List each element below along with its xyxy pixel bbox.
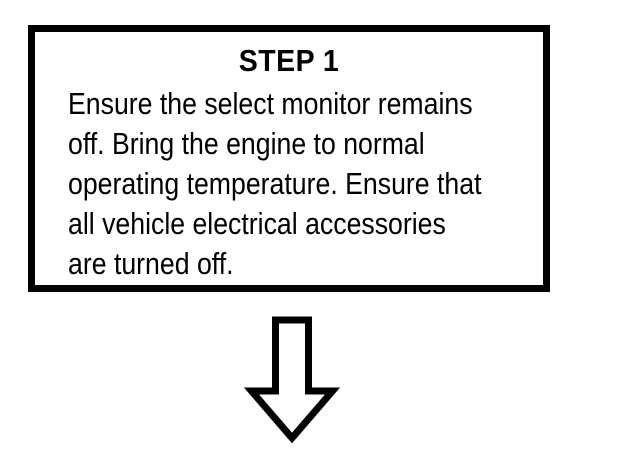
- step-1-body-line: off. Bring the engine to normal: [68, 126, 425, 161]
- step-1-box: STEP 1 Ensure the select monitor remains…: [28, 25, 550, 292]
- arrow-down-icon: [243, 316, 341, 444]
- step-1-body-line: Ensure the select monitor remains: [68, 86, 473, 121]
- step-1-body-line: operating temperature. Ensure that: [68, 166, 482, 201]
- step-1-title: STEP 1: [238, 43, 340, 78]
- flow-connector: [243, 316, 341, 446]
- step-1-body-line: are turned off.: [68, 246, 234, 281]
- step-1-body-line: all vehicle electrical accessories: [68, 206, 446, 241]
- step-1-body: Ensure the select monitor remains off. B…: [68, 84, 538, 284]
